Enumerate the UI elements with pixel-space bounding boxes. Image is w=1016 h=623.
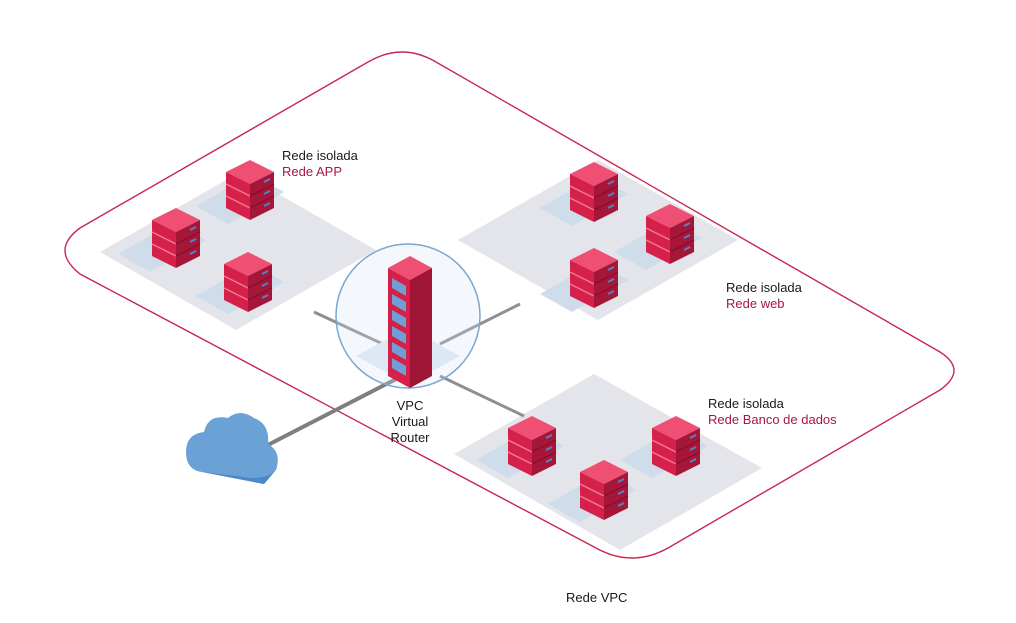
router-label: VPC Virtual Router [380,398,440,446]
server-icon [651,415,701,477]
vpc-boundary [64,51,955,559]
internet-cable [261,374,403,450]
server-icon [645,203,695,265]
server-icon [151,207,201,269]
router-label-line2: Virtual [391,414,429,429]
network-title: Rede isolada [282,148,358,163]
server-icon [507,415,557,477]
network-subtitle: Rede Banco de dados [708,412,837,427]
network-label-db: Rede isolada Rede Banco de dados [708,396,837,428]
server-icon [225,159,275,221]
router-rack-icon [388,256,432,388]
cloud-icon [186,413,278,484]
router-label-line1: VPC [396,398,424,413]
vpc-label: Rede VPC [566,590,628,605]
network-title: Rede isolada [726,280,802,295]
server-icon [223,251,273,313]
network-subtitle: Rede APP [282,164,342,179]
network-label-web: Rede isolada Rede web [726,280,802,312]
server-icon [569,161,619,223]
server-icon [569,247,619,309]
network-subtitle: Rede web [726,296,785,311]
server-icon [579,459,629,521]
network-title: Rede isolada [708,396,784,411]
network-label-app: Rede isolada Rede APP [282,148,358,180]
router-label-line3: Router [390,430,430,445]
